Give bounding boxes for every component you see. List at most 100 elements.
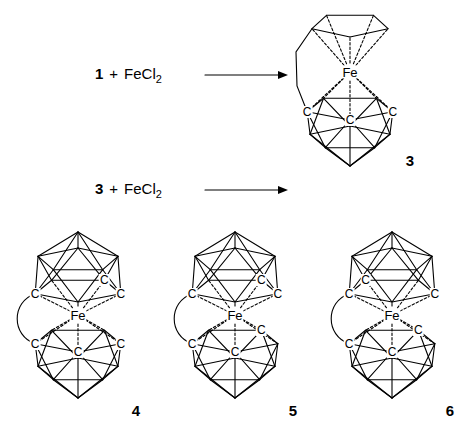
compound-number: 6 [445, 403, 455, 418]
cage-bond [392, 294, 435, 302]
cage-bond [310, 126, 350, 134]
carbon-atom: C [115, 288, 126, 300]
cage-bond [350, 148, 375, 166]
cage-bond [78, 232, 103, 270]
reaction-equation: 1 + FeCl2 [95, 65, 162, 82]
cage-bond [391, 232, 392, 248]
iron-bond [391, 302, 392, 306]
iron-bond [349, 37, 350, 63]
cage-bond [78, 366, 118, 398]
cage-bond [391, 358, 392, 398]
cage-bond [260, 344, 278, 380]
carbon-atom: C [230, 346, 241, 358]
carbon-atom: C [99, 274, 110, 286]
cage-bond [235, 380, 260, 398]
cage-bond [38, 358, 78, 366]
plus-sign: + [109, 180, 118, 197]
carbon-atom: C [73, 346, 84, 358]
cage-bond [367, 270, 392, 302]
cage-bond [352, 256, 367, 269]
cage-bond [350, 134, 390, 166]
carbon-atom: C [360, 274, 371, 286]
reagent-formula: FeCl [124, 180, 156, 197]
iron-bond [307, 78, 343, 112]
iron-bond [242, 320, 277, 344]
reagent-formula: FeCl [124, 65, 156, 82]
cage-bond [235, 232, 260, 270]
cage-bond [235, 294, 278, 302]
cage-bond [392, 380, 417, 398]
subscript: 2 [156, 188, 162, 200]
carbon-atom: C [345, 114, 356, 126]
cage-bond [209, 248, 235, 280]
cage-bond [195, 256, 210, 269]
cage-bond [392, 344, 435, 352]
cage-bond [235, 232, 275, 256]
cage-bond [349, 294, 392, 302]
cage-bond [209, 280, 262, 281]
cage-bond [210, 270, 235, 302]
cage-bond [210, 379, 259, 380]
cage-bond [349, 126, 350, 166]
cage-bond [195, 358, 235, 366]
plus-sign: + [109, 65, 118, 82]
cyclopentadienyl-bond [374, 15, 389, 28]
cage-bond [78, 294, 121, 302]
reaction-equation: 3+FeCl2 [95, 180, 162, 197]
cage-bond [417, 256, 432, 269]
carbon-atom: C [344, 288, 355, 300]
cyclopentadienyl-bond [350, 29, 388, 37]
cage-bond [78, 344, 121, 352]
compound-number: 1 [95, 65, 103, 82]
cage-bond [195, 256, 208, 280]
carbon-atom: C [387, 346, 398, 358]
cage-bond [366, 280, 419, 281]
carbon-atom: C [30, 288, 41, 300]
cage-bond [352, 232, 392, 256]
reaction-arrow [205, 74, 280, 75]
cage-bond [78, 380, 103, 398]
iron-bond [326, 15, 346, 63]
cage-bond [235, 344, 278, 352]
cage-bond [418, 256, 431, 280]
iron-bond [399, 320, 434, 344]
cage-bond [53, 269, 102, 270]
cage-bond [52, 280, 105, 281]
carbon-atom: C [429, 288, 440, 300]
linker-chain [17, 294, 35, 344]
cage-bond [192, 294, 235, 302]
iron-bond [356, 29, 388, 66]
iron-bond [86, 320, 105, 331]
cage-bond [392, 232, 432, 256]
cage-bond [260, 256, 275, 269]
cage-bond [235, 366, 275, 398]
carbon-atom: C [344, 338, 355, 350]
arrow-head [278, 186, 288, 194]
cage-bond [392, 270, 417, 302]
cage-bond [310, 134, 350, 166]
iron-bond [77, 302, 78, 306]
cage-bond [417, 344, 435, 380]
cyclopentadienyl-bond [312, 29, 350, 37]
iron-bond [234, 302, 235, 306]
iron-atom: Fe [383, 309, 400, 322]
iron-bond [52, 280, 73, 308]
iron-bond [52, 320, 71, 331]
cyclopentadienyl-bond [312, 15, 327, 28]
cage-bond [234, 232, 235, 248]
carbon-atom: C [115, 338, 126, 350]
cyclopentadienyl-bond [326, 15, 373, 16]
cage-bond [367, 379, 416, 380]
carbon-atom: C [256, 324, 267, 336]
linker-chain [331, 294, 349, 344]
subscript: 2 [156, 73, 162, 85]
cage-bond [350, 112, 393, 120]
cage-bond [77, 358, 78, 398]
cage-bond [38, 256, 53, 269]
cage-bond [195, 232, 235, 256]
cage-bond [325, 147, 374, 148]
carbon-atom: C [30, 338, 41, 350]
cage-bond [35, 294, 78, 302]
cage-bond [77, 232, 78, 248]
